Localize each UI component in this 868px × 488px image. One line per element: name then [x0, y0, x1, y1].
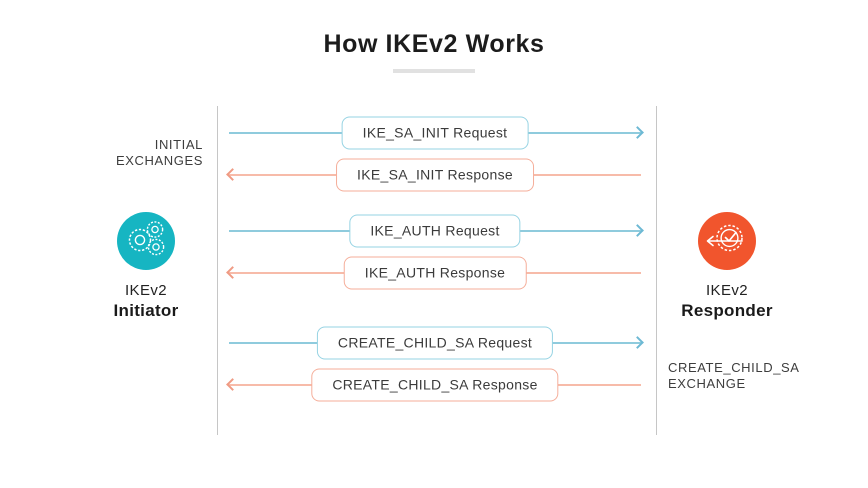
responder-endpoint: IKEv2 Responder	[667, 212, 787, 321]
message-row: IKE_SA_INIT Request	[229, 113, 644, 153]
message-row: IKE_AUTH Request	[229, 211, 644, 251]
message-box: IKE_AUTH Response	[343, 256, 527, 290]
message-row: IKE_SA_INIT Response	[226, 155, 641, 195]
initiator-avatar	[117, 212, 175, 270]
initiator-role: Initiator	[113, 301, 179, 320]
responder-name: IKEv2	[705, 282, 749, 299]
message-row: CREATE_CHILD_SA Request	[229, 323, 644, 363]
page-title: How IKEv2 Works	[323, 30, 545, 58]
initial-exchanges-label: INITIAL EXCHANGES	[115, 137, 203, 168]
responder-timeline-rail	[656, 106, 657, 435]
message-row: IKE_AUTH Response	[226, 253, 641, 293]
message-box: IKE_SA_INIT Request	[341, 116, 529, 150]
arrow-left-icon	[226, 378, 239, 391]
arrow-left-icon	[226, 168, 239, 181]
message-box: IKE_AUTH Request	[349, 214, 521, 248]
initiator-name: IKEv2	[124, 282, 168, 299]
responder-role: Responder	[681, 301, 773, 320]
gears-icon	[117, 210, 175, 273]
title-underline	[393, 69, 475, 73]
initiator-endpoint: IKEv2 Initiator	[86, 212, 206, 321]
initiator-timeline-rail	[217, 106, 218, 435]
message-row: CREATE_CHILD_SA Response	[226, 365, 641, 405]
message-box: CREATE_CHILD_SA Request	[316, 326, 554, 360]
arrow-right-icon	[631, 336, 644, 349]
responder-avatar	[698, 212, 756, 270]
verified-gear-icon	[698, 210, 756, 273]
create-child-sa-exchange-label: CREATE_CHILD_SA EXCHANGE	[668, 360, 800, 391]
arrow-right-icon	[631, 224, 644, 237]
arrow-right-icon	[631, 126, 644, 139]
arrow-left-icon	[226, 266, 239, 279]
message-box: IKE_SA_INIT Response	[336, 158, 534, 192]
message-box: CREATE_CHILD_SA Response	[311, 368, 559, 402]
